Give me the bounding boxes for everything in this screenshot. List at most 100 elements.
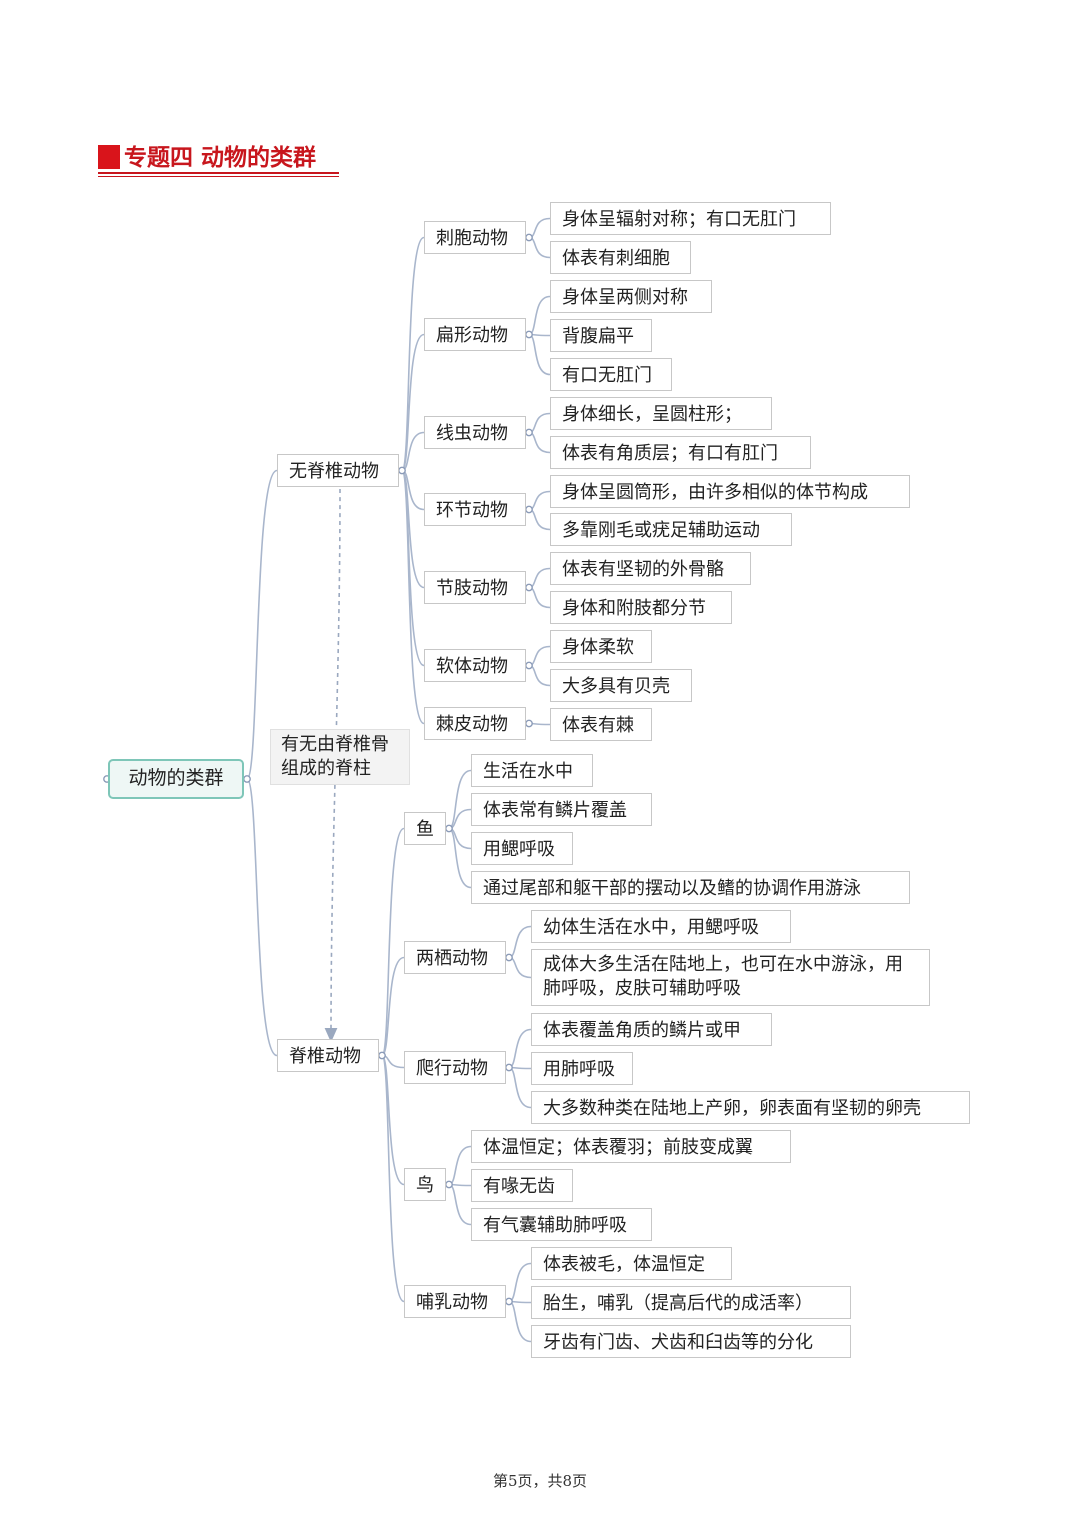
trait-text: 身体和附肢都分节 (562, 598, 706, 619)
trait-branch-line (528, 431, 551, 454)
collapse-toggle-icon[interactable] (505, 1063, 513, 1072)
trait-text: 用鳃呼吸 (483, 839, 555, 860)
invertebrate-branch-line (401, 333, 425, 472)
trait-item: 有喙无齿 (471, 1169, 573, 1202)
invertebrates-node[interactable]: 无脊椎动物 (277, 454, 399, 487)
group-mammals[interactable]: 哺乳动物 (404, 1285, 506, 1318)
trait-branch-line (448, 1183, 472, 1226)
collapse-toggle-icon[interactable] (525, 505, 533, 514)
collapse-toggle-icon[interactable] (525, 661, 533, 670)
trait-item: 体表有角质层；有口有肛门 (550, 436, 811, 469)
group-label: 节肢动物 (436, 578, 508, 599)
group-nematoda[interactable]: 线虫动物 (424, 416, 526, 449)
group-label: 棘皮动物 (436, 714, 508, 735)
trait-item: 体表被毛，体温恒定 (531, 1247, 732, 1280)
trait-text: 体表有刺细胞 (562, 248, 670, 269)
trait-text: 体温恒定；体表覆羽；前肢变成翼 (483, 1137, 753, 1158)
collapse-toggle-icon[interactable] (525, 330, 533, 339)
collapse-toggle-icon[interactable] (398, 466, 406, 475)
trait-branch-line (448, 827, 472, 889)
trait-item: 身体柔软 (550, 630, 652, 663)
group-cnidaria[interactable]: 刺胞动物 (424, 221, 526, 254)
root-branch-line (246, 778, 278, 1057)
trait-text: 大多数种类在陆地上产卵，卵表面有坚韧的卵壳 (543, 1098, 921, 1119)
trait-item: 体表有坚韧的外骨骼 (550, 552, 751, 585)
trait-text: 通过尾部和躯干部的摆动以及鳍的协调作用游泳 (483, 878, 861, 899)
trait-branch-line (448, 1145, 472, 1186)
trait-item: 牙齿有门齿、犬齿和臼齿等的分化 (531, 1325, 851, 1358)
trait-item: 身体呈两侧对称 (550, 280, 712, 313)
trait-item: 体表覆盖角质的鳞片或甲 (531, 1013, 772, 1046)
group-label: 哺乳动物 (416, 1292, 488, 1313)
collapse-toggle-icon[interactable] (525, 583, 533, 592)
trait-branch-line (508, 1066, 532, 1109)
trait-branch-line (508, 956, 532, 979)
group-label: 线虫动物 (436, 423, 508, 444)
trait-text: 身体柔软 (562, 637, 634, 658)
trait-text: 牙齿有门齿、犬齿和臼齿等的分化 (543, 1332, 813, 1353)
vertebrates-node[interactable]: 脊椎动物 (277, 1039, 379, 1072)
trait-item: 大多数种类在陆地上产卵，卵表面有坚韧的卵壳 (531, 1091, 970, 1124)
title-underline-thin (98, 176, 339, 177)
collapse-toggle-icon[interactable] (243, 775, 251, 783)
trait-branch-line (508, 1028, 532, 1069)
trait-branch-line (528, 508, 551, 531)
trait-text: 体表常有鳞片覆盖 (483, 800, 627, 821)
collapse-toggle-icon[interactable] (505, 1297, 513, 1306)
group-echinodermata[interactable]: 棘皮动物 (424, 707, 526, 740)
trait-item: 多靠刚毛或疣足辅助运动 (550, 513, 792, 546)
collapse-toggle-icon[interactable] (525, 719, 533, 728)
trait-text: 有口无肛门 (562, 365, 652, 386)
group-reptiles[interactable]: 爬行动物 (404, 1051, 506, 1084)
group-label: 两栖动物 (416, 948, 488, 969)
trait-text: 体表被毛，体温恒定 (543, 1254, 705, 1275)
vertebrate-branch-line (381, 1054, 405, 1303)
trait-branch-line (448, 769, 472, 830)
group-fish[interactable]: 鱼 (404, 812, 446, 845)
group-label: 软体动物 (436, 656, 508, 677)
trait-branch-line (528, 236, 551, 259)
trait-branch-line (508, 1262, 532, 1303)
trait-item: 生活在水中 (471, 754, 593, 787)
trait-item: 身体呈圆筒形，由许多相似的体节构成 (550, 475, 910, 508)
trait-text: 体表覆盖角质的鳞片或甲 (543, 1020, 741, 1041)
trait-branch-line (528, 333, 551, 376)
collapse-toggle-icon[interactable] (525, 233, 533, 242)
trait-branch-line (528, 567, 551, 589)
trait-text: 背腹扁平 (562, 326, 634, 347)
group-platyhelminthes[interactable]: 扁形动物 (424, 318, 526, 351)
trait-item: 体表常有鳞片覆盖 (471, 793, 652, 826)
trait-text: 胎生，哺乳（提高后代的成活率） (543, 1293, 813, 1314)
trait-text: 多靠刚毛或疣足辅助运动 (562, 520, 760, 541)
trait-item: 用鳃呼吸 (471, 832, 573, 865)
page-title-text: 专题四 动物的类群 (124, 145, 317, 171)
trait-item: 通过尾部和躯干部的摆动以及鳍的协调作用游泳 (471, 871, 910, 904)
group-label: 鸟 (416, 1175, 434, 1196)
trait-item: 有气囊辅助肺呼吸 (471, 1208, 652, 1241)
group-mollusca[interactable]: 软体动物 (424, 649, 526, 682)
trait-text: 大多具有贝壳 (562, 676, 670, 697)
trait-text: 身体呈圆筒形，由许多相似的体节构成 (562, 482, 868, 503)
trait-text: 身体细长，呈圆柱形； (562, 404, 742, 425)
page-footer: 第5页，共8页 (492, 1472, 588, 1490)
collapse-toggle-icon[interactable] (505, 953, 513, 962)
root-node[interactable]: 动物的类群 (108, 759, 244, 799)
classification-criterion-node[interactable]: 有无由脊椎骨组成的脊柱 (270, 729, 410, 785)
group-arthropoda[interactable]: 节肢动物 (424, 571, 526, 604)
trait-branch-line (508, 925, 532, 959)
collapse-toggle-icon[interactable] (445, 824, 453, 833)
vertebrates-label: 脊椎动物 (289, 1046, 361, 1067)
collapse-toggle-icon[interactable] (445, 1180, 453, 1189)
trait-item: 有口无肛门 (550, 358, 672, 391)
trait-text: 成体大多生活在陆地上，也可在水中游泳，用肺呼吸，皮肤可辅助呼吸 (543, 954, 903, 999)
trait-item: 体表有刺细胞 (550, 241, 691, 274)
collapse-toggle-icon[interactable] (378, 1051, 386, 1060)
vertebrate-branch-line (381, 956, 405, 1057)
group-annelida[interactable]: 环节动物 (424, 493, 526, 526)
trait-branch-line (528, 295, 551, 336)
collapse-toggle-icon[interactable] (525, 428, 533, 437)
trait-branch-line (528, 645, 551, 667)
group-amphibians[interactable]: 两栖动物 (404, 941, 506, 974)
group-birds[interactable]: 鸟 (404, 1168, 446, 1201)
title-underline (98, 172, 339, 174)
